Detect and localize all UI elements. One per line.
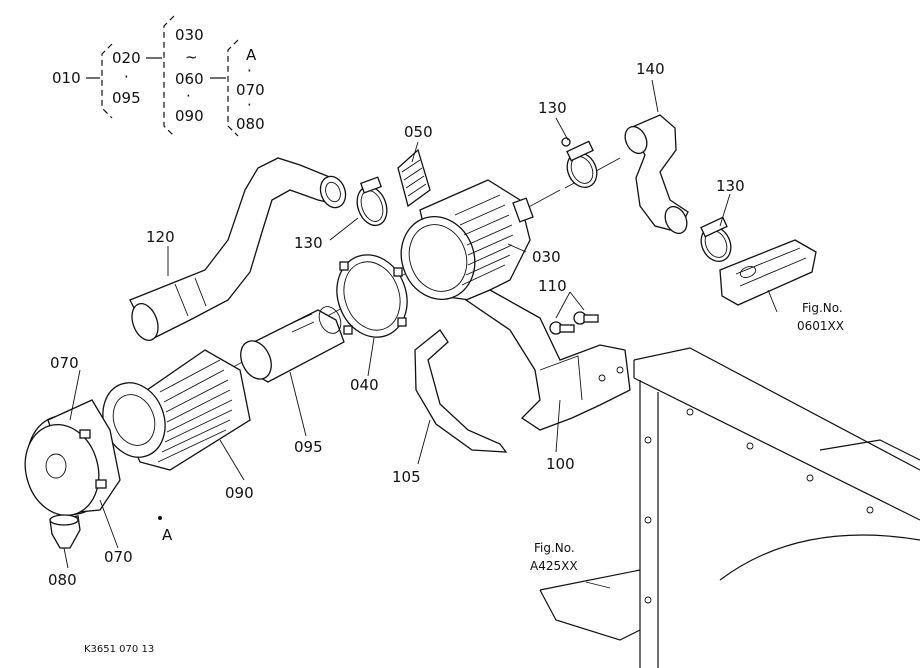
callouts: 050 130 140 130 120 130 030 110 040 070 … [48, 60, 745, 589]
tree-l3-a: A [246, 46, 257, 64]
tree-l2-a: 030 [175, 26, 204, 44]
drawing-code: K3651 070 13 [84, 644, 154, 655]
tree-l2-dot: · [186, 87, 191, 105]
callout-040: 040 [350, 376, 379, 394]
callout-030: 030 [532, 248, 561, 266]
callout-095: 095 [294, 438, 323, 456]
part-050-decal [397, 148, 431, 208]
fig-ref-label: Fig.No. [802, 301, 843, 315]
ref-dot-a [158, 516, 162, 520]
part-030-air-cleaner-body [400, 179, 534, 301]
callout-050: 050 [404, 123, 433, 141]
part-130-clamp-right [700, 216, 732, 263]
tree-l1-dot: · [124, 68, 129, 86]
callout-070-bottom: 070 [104, 548, 133, 566]
part-140-outlet-hose [624, 114, 689, 235]
callout-105: 105 [392, 468, 421, 486]
tree-bracket-1 [101, 43, 113, 119]
part-090-filter-element [102, 349, 251, 471]
callout-130-right: 130 [716, 177, 745, 195]
fig-ref-label: Fig.No. [534, 541, 575, 555]
callout-a: A [162, 526, 173, 544]
tree-l3-b: 070 [236, 81, 265, 99]
part-130-clamp-top [561, 137, 598, 189]
part-040-ring [336, 254, 408, 338]
tree-l2-b: 060 [175, 70, 204, 88]
part-130-clamp-left [356, 176, 388, 227]
tree-bracket-3 [227, 39, 239, 137]
tree-l3-dot2: · [247, 96, 252, 114]
fig-ref-a425xx[interactable]: Fig.No. A425XX [530, 541, 578, 573]
leader-lines [63, 79, 778, 589]
fig-ref-0601xx[interactable]: Fig.No. 0601XX [797, 301, 844, 333]
tree-l3-c: 080 [236, 115, 265, 133]
callout-110: 110 [538, 277, 567, 295]
tree-l1-a: 020 [112, 49, 141, 67]
tree-root: 010 [52, 69, 81, 87]
callout-100: 100 [546, 455, 575, 473]
tree-bracket-2 [163, 15, 175, 137]
assembly-tree: 010 020 · 095 030 ~ 060 · 090 A · 070 · … [52, 15, 265, 137]
frame-structure [539, 347, 920, 668]
tree-l3-dot1: · [247, 62, 252, 80]
intake-manifold [719, 239, 817, 306]
fig-ref-number: A425XX [530, 559, 578, 573]
part-120-intake-hose [129, 157, 347, 341]
callout-130-left: 130 [294, 234, 323, 252]
part-070-cover [24, 399, 121, 517]
tree-l2-c: 090 [175, 107, 204, 125]
callout-080: 080 [48, 571, 77, 589]
callout-090: 090 [225, 484, 254, 502]
part-100-bracket [464, 289, 631, 431]
tree-l1-b: 095 [112, 89, 141, 107]
part-105-band [414, 329, 508, 453]
tree-l2-tilde: ~ [185, 48, 198, 66]
callout-130-top: 130 [538, 99, 567, 117]
callout-120: 120 [146, 228, 175, 246]
part-080-valve [49, 514, 81, 549]
part-095-inner-element [240, 306, 345, 383]
callout-070-top: 070 [50, 354, 79, 372]
fig-ref-number: 0601XX [797, 319, 844, 333]
part-110-bolts [549, 311, 599, 335]
callout-140: 140 [636, 60, 665, 78]
